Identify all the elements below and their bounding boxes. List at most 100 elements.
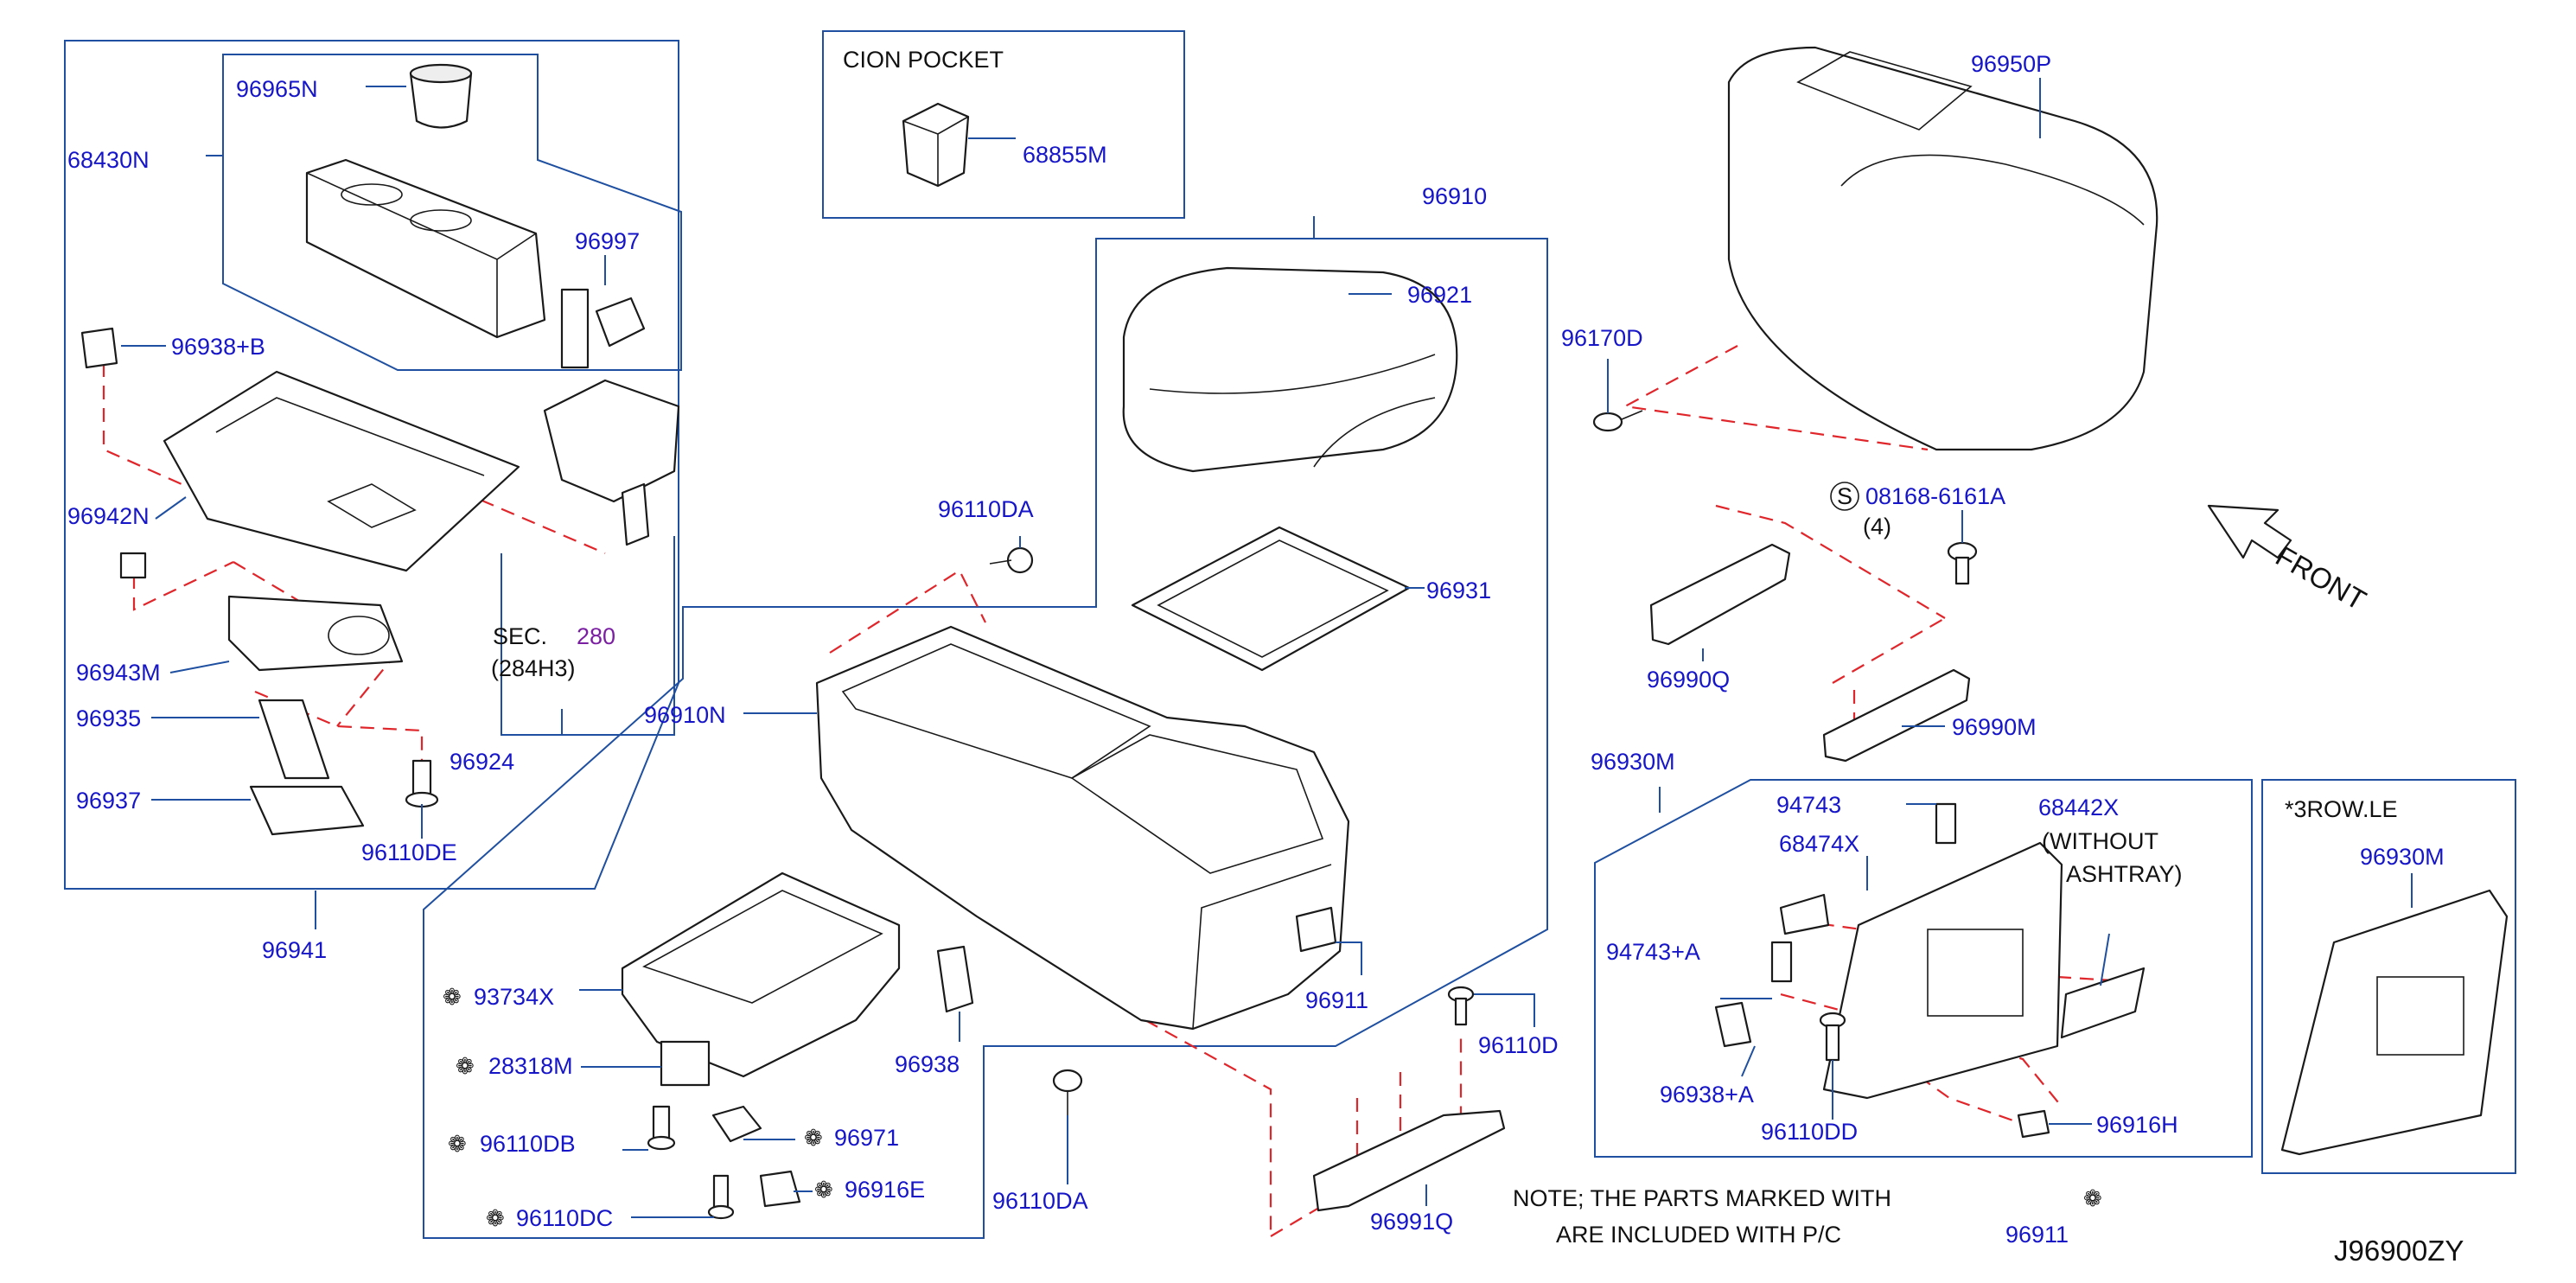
cion-pocket-frame — [822, 30, 1185, 219]
leader-line — [1474, 993, 1535, 1027]
label-96921[interactable]: 96921 — [1407, 282, 1472, 308]
label-96170D[interactable]: 96170D — [1561, 325, 1643, 351]
leader-line — [2100, 933, 2110, 986]
label-96943M[interactable]: 96943M — [76, 660, 161, 686]
label-68474X[interactable]: 68474X — [1779, 831, 1859, 857]
assembly-line — [1715, 504, 1946, 619]
label-96938-a[interactable]: 96938+A — [1660, 1082, 1754, 1107]
assembly-line — [1145, 1019, 1272, 1236]
label-96910N[interactable]: 96910N — [644, 702, 726, 728]
label-96965N[interactable]: 96965N — [236, 76, 318, 102]
label-68430N[interactable]: 68430N — [67, 147, 150, 173]
cup-insert-part — [409, 63, 473, 129]
label-96971[interactable]: 96971 — [834, 1125, 899, 1151]
label-96924[interactable]: 96924 — [450, 749, 514, 775]
note-flower-mark: ❁ — [2083, 1186, 2102, 1212]
screw-part — [647, 1105, 676, 1151]
label-93734X[interactable]: 93734X — [474, 984, 554, 1010]
leader-line — [1336, 942, 1362, 975]
label-96930M-3row[interactable]: 96930M — [2360, 844, 2445, 870]
group-frame-68430N — [222, 54, 682, 371]
label-96990M[interactable]: 96990M — [1952, 714, 2037, 740]
armrest-assembly-part — [1727, 46, 2158, 451]
clip-part — [936, 945, 974, 1013]
shifter-panel-part — [227, 595, 404, 672]
label-96110DA-lower[interactable]: 96110DA — [992, 1188, 1088, 1214]
label-96935[interactable]: 96935 — [76, 705, 141, 731]
label-96938-b[interactable]: 96938+B — [171, 334, 265, 360]
label-3row: *3ROW.LE — [2285, 796, 2398, 822]
bracket-part — [249, 785, 365, 836]
label-96110DC[interactable]: 96110DC — [516, 1205, 613, 1231]
frames — [64, 30, 2516, 1239]
label-96916E[interactable]: 96916E — [845, 1177, 925, 1203]
bolt-part — [1447, 986, 1475, 1026]
socket-part — [711, 1105, 762, 1143]
leader-line — [169, 661, 230, 673]
front-indicator: FRONT — [2271, 539, 2372, 616]
label-96910[interactable]: 96910 — [1422, 183, 1487, 209]
assembly-line — [1780, 993, 2063, 1107]
coin-pocket-part — [902, 102, 970, 188]
rear-finisher-part — [1822, 841, 2063, 1100]
label-96937[interactable]: 96937 — [76, 788, 141, 814]
label-96997[interactable]: 96997 — [575, 228, 640, 254]
ashtray-lid-part — [2060, 967, 2146, 1039]
leader-line — [501, 536, 675, 736]
screw-part — [1052, 1069, 1083, 1115]
bolt-part — [1947, 541, 1978, 585]
group-frame-3row — [2261, 779, 2516, 1174]
group-frame-96930M — [1594, 779, 2253, 1158]
label-68442X[interactable]: 68442X — [2038, 795, 2119, 820]
s-mark-letter: S — [1837, 483, 1852, 509]
label-96991Q[interactable]: 96991Q — [1370, 1209, 1453, 1235]
label-96931[interactable]: 96931 — [1426, 578, 1491, 603]
label-96941[interactable]: 96941 — [262, 937, 327, 963]
label-96110DB[interactable]: 96110DB — [480, 1131, 576, 1157]
flower-mark-93734X: ❁ — [443, 985, 462, 1011]
screw-part — [405, 759, 439, 808]
part-labels: 68430N 96965N 96997 96938+B 96942N 96943… — [67, 47, 2445, 1235]
label-sec-284h3: (284H3) — [491, 655, 576, 681]
label-96938[interactable]: 96938 — [895, 1051, 960, 1077]
group-frame-96941 — [64, 40, 679, 890]
boot-part — [258, 699, 330, 780]
flower-mark-96916E: ❁ — [814, 1178, 833, 1203]
label-sec-280[interactable]: 280 — [577, 623, 615, 649]
label-96950P[interactable]: 96950P — [1971, 51, 2051, 77]
flower-mark-28318M: ❁ — [456, 1054, 475, 1080]
label-08168-6161A[interactable]: 08168-6161A — [1865, 483, 2005, 509]
console-body-part — [815, 625, 1350, 1031]
label-96942N[interactable]: 96942N — [67, 503, 150, 529]
part-drawings — [80, 46, 2509, 1220]
label-sec: SEC. — [493, 623, 547, 649]
label-96110DE[interactable]: 96110DE — [361, 839, 457, 865]
clip-part — [1935, 802, 1957, 845]
assembly-line — [1355, 1072, 1402, 1202]
label-96990Q[interactable]: 96990Q — [1647, 667, 1730, 693]
label-96110D[interactable]: 96110D — [1478, 1032, 1559, 1058]
label-qty-4: (4) — [1863, 514, 1891, 539]
label-94743-a[interactable]: 94743+A — [1606, 939, 1700, 965]
leader-line — [155, 496, 187, 520]
clip-part — [1714, 1001, 1752, 1048]
flower-mark-96971: ❁ — [804, 1126, 823, 1152]
cap-part — [759, 1170, 801, 1208]
socket-bracket-part — [543, 379, 680, 546]
bolt-part — [1592, 410, 1643, 432]
module-part — [660, 1040, 711, 1087]
label-96930M[interactable]: 96930M — [1591, 749, 1675, 775]
label-94743[interactable]: 94743 — [1776, 792, 1841, 818]
label-96916H[interactable]: 96916H — [2096, 1112, 2178, 1138]
bracket-part — [1295, 906, 1337, 953]
label-28318M[interactable]: 28318M — [488, 1053, 573, 1079]
cion-pocket-title: CION POCKET — [843, 47, 1004, 73]
note-pc-96911[interactable]: 96911 — [2005, 1222, 2069, 1248]
label-68855M[interactable]: 68855M — [1023, 142, 1107, 168]
note-block: NOTE; THE PARTS MARKED WITH ❁ ARE INCLUD… — [1513, 1185, 2102, 1248]
label-96110DA-upper[interactable]: 96110DA — [938, 496, 1034, 522]
label-96911[interactable]: 96911 — [1305, 987, 1368, 1013]
label-96110DD[interactable]: 96110DD — [1761, 1119, 1858, 1145]
rear-finisher-3row-part — [2280, 889, 2509, 1156]
